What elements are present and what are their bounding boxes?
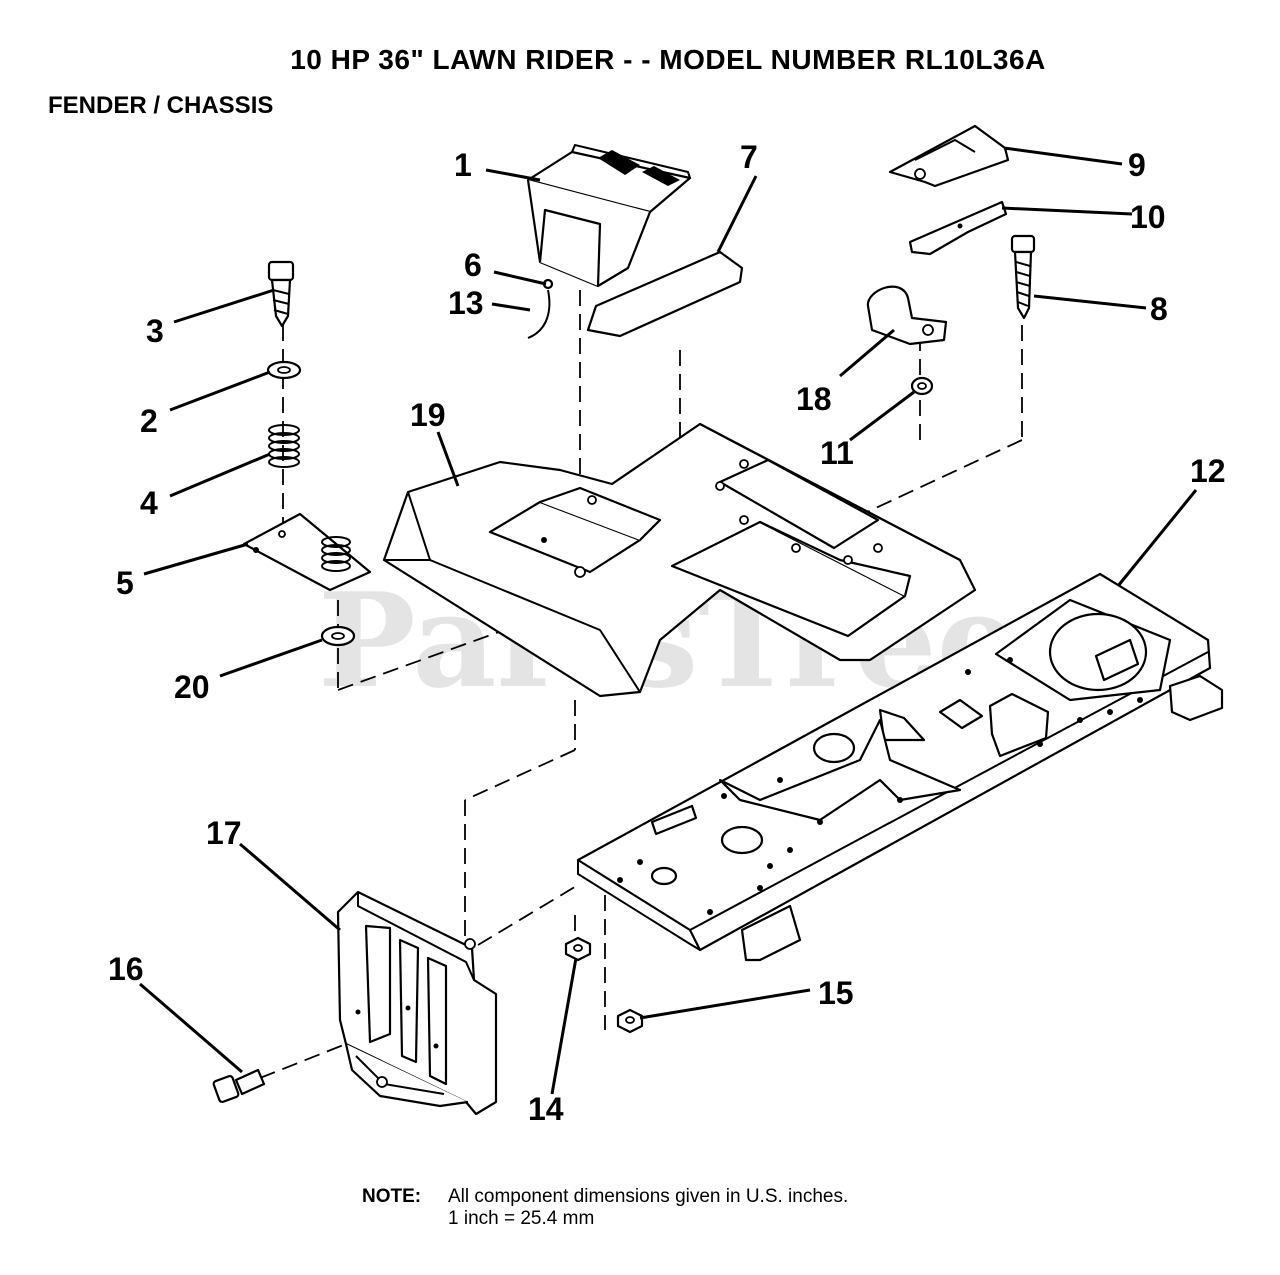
dimension-note: NOTE: All component dimensions given in U… (362, 1186, 848, 1230)
callout-2: 2 (140, 403, 158, 439)
callout-15: 15 (818, 975, 854, 1011)
part-3-bolt (267, 260, 295, 328)
part-1-storage-tray (526, 143, 692, 288)
part-12-chassis-frame (576, 572, 1224, 962)
callout-14: 14 (528, 1091, 564, 1127)
part-18-clamp (866, 285, 948, 346)
leader-lines (139, 146, 1198, 1095)
callout-20: 20 (174, 669, 210, 705)
part-9-bracket (888, 124, 1010, 188)
part-19-fender (382, 422, 977, 698)
callout-13: 13 (448, 285, 484, 321)
callout-7: 7 (740, 139, 758, 175)
callout-12: 12 (1190, 453, 1226, 489)
part-8-bolt (1010, 234, 1036, 320)
callout-4: 4 (140, 485, 158, 521)
callout-8: 8 (1150, 291, 1168, 327)
part-7-pad (586, 250, 744, 338)
section-subtitle: FENDER / CHASSIS (48, 92, 274, 119)
part-2-washer (266, 360, 302, 380)
part-17-rear-guard (336, 890, 498, 1116)
part-20-washer (320, 625, 356, 647)
note-line-2: 1 inch = 25.4 mm (448, 1208, 595, 1229)
page-title: 10 HP 36" LAWN RIDER - - MODEL NUMBER RL… (290, 44, 1046, 75)
callout-16: 16 (108, 951, 144, 987)
part-6-13-fitting-hose (527, 278, 554, 339)
part-5-spring-plate (242, 512, 372, 592)
part-10-plate (908, 200, 1008, 256)
part-14-nut (564, 936, 592, 962)
callout-11: 11 (820, 435, 854, 471)
callout-9: 9 (1128, 147, 1146, 183)
part-4-spring (268, 424, 300, 468)
callout-3: 3 (146, 313, 164, 349)
callout-1: 1 (454, 147, 472, 183)
callout-5: 5 (116, 565, 134, 601)
note-label: NOTE: (362, 1186, 422, 1207)
note-line-1: All component dimensions given in U.S. i… (448, 1186, 849, 1207)
part-11-nut (910, 376, 934, 396)
callout-labels: 1 7 9 10 8 6 13 3 2 4 5 20 19 18 11 12 1… (108, 139, 1226, 1127)
part-16-bolt (212, 1068, 266, 1104)
callout-6: 6 (464, 247, 482, 283)
callout-19: 19 (410, 397, 446, 433)
callout-17: 17 (206, 815, 242, 851)
callout-18: 18 (796, 381, 832, 417)
callout-10: 10 (1130, 199, 1166, 235)
part-15-nut (616, 1008, 644, 1034)
